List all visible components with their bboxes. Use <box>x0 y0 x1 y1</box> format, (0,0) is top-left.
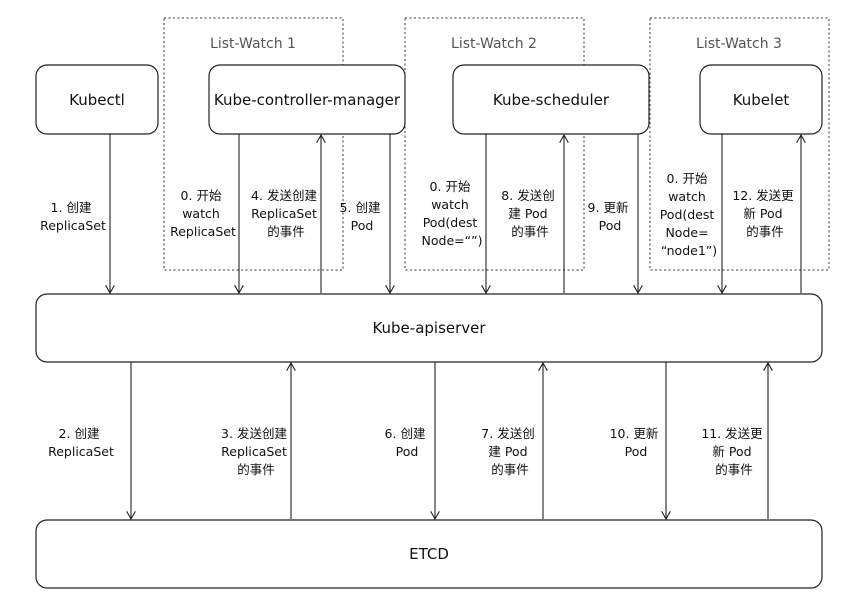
step-4-label: 4. 发送创建 ReplicaSet 的事件 <box>251 188 321 239</box>
step-1-label: 1. 创建 ReplicaSet <box>40 200 106 233</box>
controller-manager-box <box>208 64 406 135</box>
kubelet-label: Kubelet <box>733 91 790 109</box>
etcd-label: ETCD <box>409 545 449 563</box>
scheduler-box <box>452 64 650 135</box>
kubectl-label: Kubectl <box>69 91 125 109</box>
step-0-watch-pod-node1-label: 0. 开始 watch Pod(dest Node= “node1”) <box>660 171 719 258</box>
apiserver-box <box>35 293 823 363</box>
step-10-label: 10. 更新 Pod <box>610 426 663 459</box>
controller-manager-label: Kube-controller-manager <box>214 91 401 109</box>
step-6-label: 6. 创建 Pod <box>385 426 430 459</box>
step-12-label: 12. 发送更 新 Pod 的事件 <box>732 188 797 239</box>
step-2-label: 2. 创建 ReplicaSet <box>48 426 114 459</box>
etcd-box <box>35 519 823 589</box>
step-0-watch-pod-empty-label: 0. 开始 watch Pod(dest Node=“”) <box>422 179 483 248</box>
step-9-label: 9. 更新 Pod <box>588 200 633 233</box>
step-11-label: 11. 发送更 新 Pod 的事件 <box>701 426 766 477</box>
step-8-label: 8. 发送创 建 Pod 的事件 <box>501 188 558 239</box>
apiserver-label: Kube-apiserver <box>372 319 486 337</box>
step-0-watch-replicaset-label: 0. 开始 watch ReplicaSet <box>170 188 236 239</box>
step-7-label: 7. 发送创 建 Pod 的事件 <box>481 426 538 477</box>
list-watch-2-title: List-Watch 2 <box>451 36 537 52</box>
list-watch-3-title: List-Watch 3 <box>696 36 782 52</box>
step-5-label: 5. 创建 Pod <box>340 200 385 233</box>
scheduler-label: Kube-scheduler <box>493 91 610 109</box>
kubelet-box <box>699 64 823 135</box>
step-3-label: 3. 发送创建 ReplicaSet 的事件 <box>221 426 291 477</box>
kubectl-box <box>35 64 159 135</box>
list-watch-1-title: List-Watch 1 <box>210 36 296 52</box>
